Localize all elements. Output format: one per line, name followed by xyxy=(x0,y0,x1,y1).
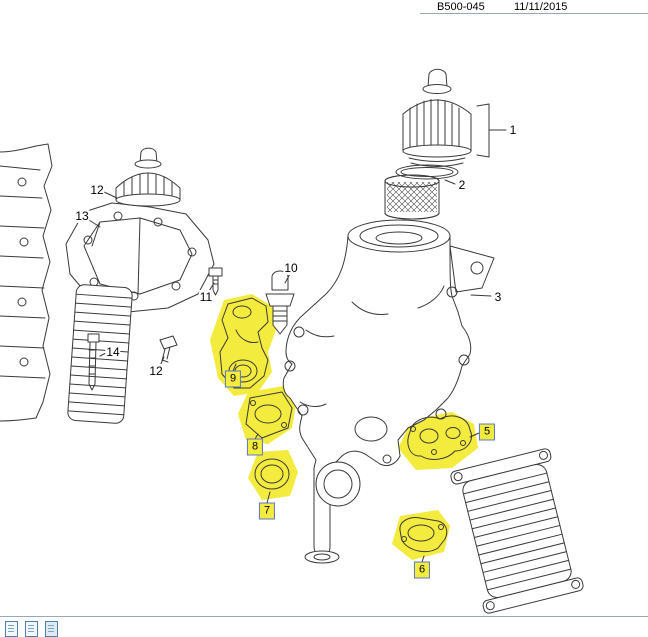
left-filter-cap-drawing xyxy=(115,147,181,207)
filter-housing-drawing xyxy=(282,219,495,564)
callout-11: 11 xyxy=(198,290,214,304)
callout-6[interactable]: 6 xyxy=(413,561,431,579)
callout-3: 3 xyxy=(493,290,503,304)
bolt-12-drawing xyxy=(159,335,178,363)
seal-7-drawing xyxy=(254,458,290,490)
leader-lines xyxy=(88,103,507,563)
callout-10: 10 xyxy=(283,261,299,275)
header-divider xyxy=(420,13,648,14)
figure-number: B500-045 xyxy=(437,1,485,13)
gasket-6-drawing xyxy=(399,517,448,553)
engine-oil-cooler-drawing xyxy=(450,448,584,614)
callout-2: 2 xyxy=(457,178,467,192)
bolt-14-drawing xyxy=(87,333,100,391)
footer-toolbar xyxy=(5,621,58,637)
figure-date: 11/11/2015 xyxy=(514,1,568,13)
callout-13: 13 xyxy=(74,209,90,223)
engine-block-edge xyxy=(0,143,53,422)
callout-14: 14 xyxy=(105,345,121,359)
documents-icon[interactable] xyxy=(25,621,38,637)
gasket-8-drawing xyxy=(245,391,293,439)
o-ring-drawing xyxy=(395,164,459,180)
document-icon[interactable] xyxy=(5,621,18,637)
gasket-5-drawing xyxy=(407,415,472,460)
callout-12b: 12 xyxy=(148,364,164,378)
callout-1: 1 xyxy=(508,123,518,137)
oil-filter-element-drawing xyxy=(384,174,440,220)
printer-icon[interactable] xyxy=(45,621,58,637)
callout-12: 12 xyxy=(89,183,105,197)
filter-cap-drawing xyxy=(402,68,472,167)
oil-pressure-sensor-drawing xyxy=(265,270,295,335)
left-oil-cooler-drawing xyxy=(67,284,133,424)
callout-5[interactable]: 5 xyxy=(478,423,496,441)
bolt-11-drawing xyxy=(208,267,223,296)
callout-9[interactable]: 9 xyxy=(224,370,242,388)
callout-7[interactable]: 7 xyxy=(258,502,276,520)
callout-8[interactable]: 8 xyxy=(246,438,264,456)
footer-divider xyxy=(0,616,648,617)
